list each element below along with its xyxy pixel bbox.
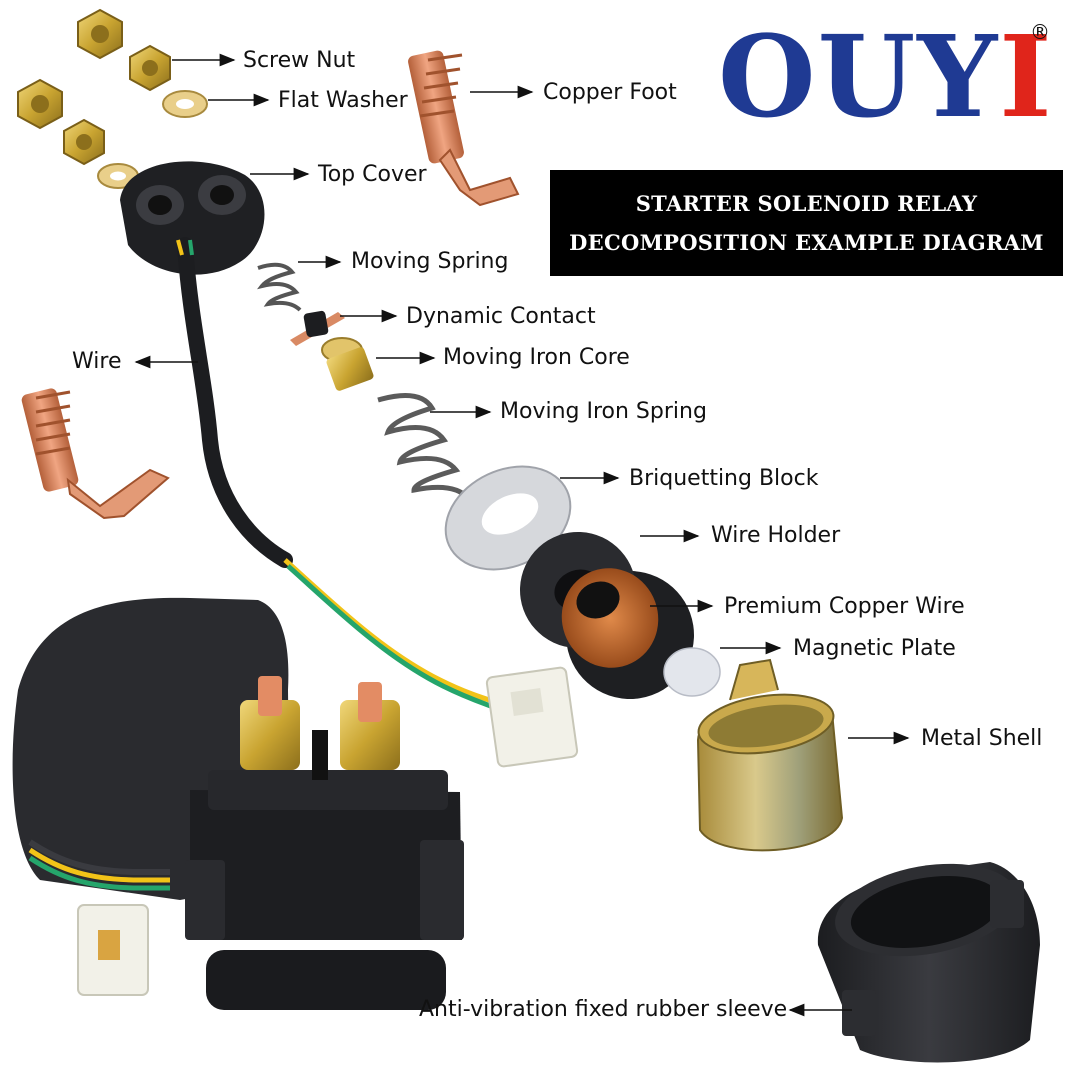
label-wire-holder: Wire Holder [711,523,841,548]
moving-spring [257,262,302,312]
wire-holder [520,532,694,699]
banner-line-1: STARTER SOLENOID RELAY [635,191,978,216]
label-flat-washer: Flat Washer [278,88,408,113]
copper-foot-top [408,50,520,207]
screw-nut-set [17,8,171,166]
title-banner: STARTER SOLENOID RELAY DECOMPOSITION EXA… [550,170,1063,276]
leader-arrows [134,53,910,1017]
top-cover [120,161,265,275]
brand-logo-part2: I [999,12,1054,143]
assembled-solenoid [12,597,464,1010]
label-moving-spring: Moving Spring [351,249,509,274]
label-moving-iron-core: Moving Iron Core [443,345,630,370]
label-top-cover: Top Cover [318,162,427,187]
moving-iron-core [321,337,374,391]
dynamic-contact [290,310,345,346]
label-dynamic-contact: Dynamic Contact [406,304,596,329]
registered-mark: ® [1030,20,1050,44]
label-premium-copper-wire: Premium Copper Wire [724,594,965,619]
brand-logo-part1: OUY [718,12,1000,143]
brand-logo: OUYI [718,22,1054,134]
label-moving-iron-spring: Moving Iron Spring [500,399,707,424]
moving-iron-spring [377,393,470,500]
wire-harness [176,237,507,715]
label-screw-nut: Screw Nut [243,48,356,73]
label-metal-shell: Metal Shell [921,726,1043,751]
copper-foot-left [21,388,170,520]
rubber-sleeve [817,862,1040,1063]
label-briquetting-block: Briquetting Block [629,466,819,491]
label-rubber-sleeve: Anti-vibration fixed rubber sleeve [419,997,788,1022]
banner-line-2: DECOMPOSITION EXAMPLE DIAGRAM [569,230,1044,255]
connector-plug [485,666,579,768]
label-wire: Wire [72,349,122,374]
label-magnetic-plate: Magnetic Plate [793,636,956,661]
briquetting-block [444,465,572,571]
label-copper-foot: Copper Foot [543,80,677,105]
metal-shell [696,658,844,852]
magnetic-plate [663,647,721,697]
